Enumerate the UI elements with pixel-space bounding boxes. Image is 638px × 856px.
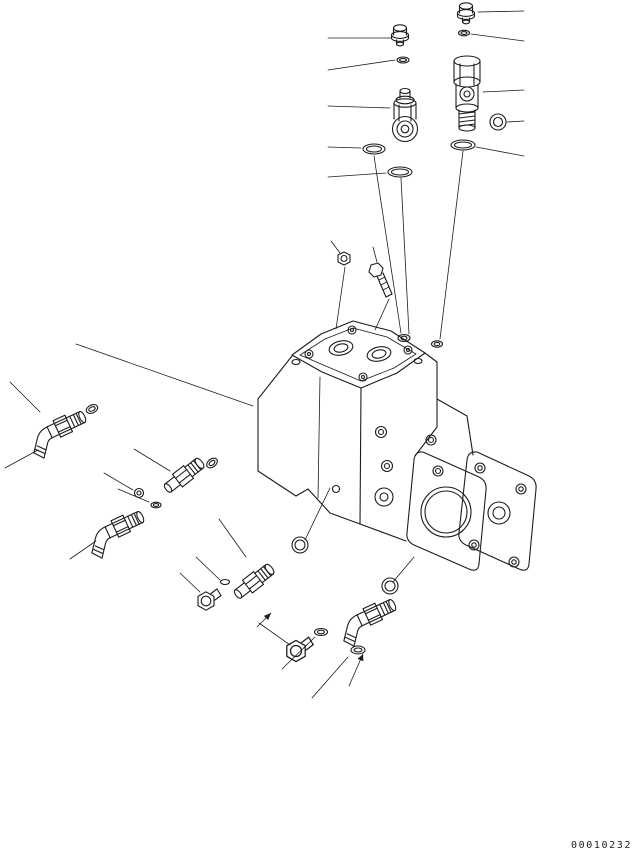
o-ring-bottom-b <box>350 645 366 655</box>
o-ring-bottom-c <box>381 577 399 595</box>
o-ring-under-cap-left <box>396 56 410 64</box>
elbow-fitting-bottom <box>334 595 405 650</box>
elbow-fitting-lower-left <box>82 507 153 562</box>
o-ring-adapter-left <box>206 457 218 469</box>
washer-nut <box>337 251 351 266</box>
o-ring-bottom-a <box>313 627 329 637</box>
backup-ring-small <box>219 578 231 586</box>
o-ring-elbow-upper-left <box>85 404 99 414</box>
cap-plug-top-right <box>456 2 476 25</box>
leader-lines <box>4 10 525 699</box>
drawing-number: 00010232 <box>571 840 632 851</box>
hex-bolt <box>368 262 393 298</box>
pump-assembly-body <box>257 320 537 571</box>
o-ring-ball-small <box>150 501 162 509</box>
o-ring-left-b <box>387 166 413 178</box>
elbow-fitting-upper-left <box>24 407 95 462</box>
o-ring-right-a <box>489 113 507 131</box>
straight-adapter-left <box>160 454 208 497</box>
cap-plug-top-left <box>390 24 410 47</box>
hex-plug-left <box>197 588 222 611</box>
hex-plug-bottom <box>286 636 314 663</box>
ball-plug-small <box>133 487 145 499</box>
relief-valve-right <box>453 55 481 132</box>
o-ring-left-a <box>362 143 386 155</box>
o-ring-adapter-center <box>291 536 309 554</box>
o-ring-under-cap-right <box>457 29 471 37</box>
relief-valve-left <box>391 87 419 143</box>
o-ring-right-b <box>450 139 476 151</box>
straight-adapter-center <box>230 560 278 603</box>
